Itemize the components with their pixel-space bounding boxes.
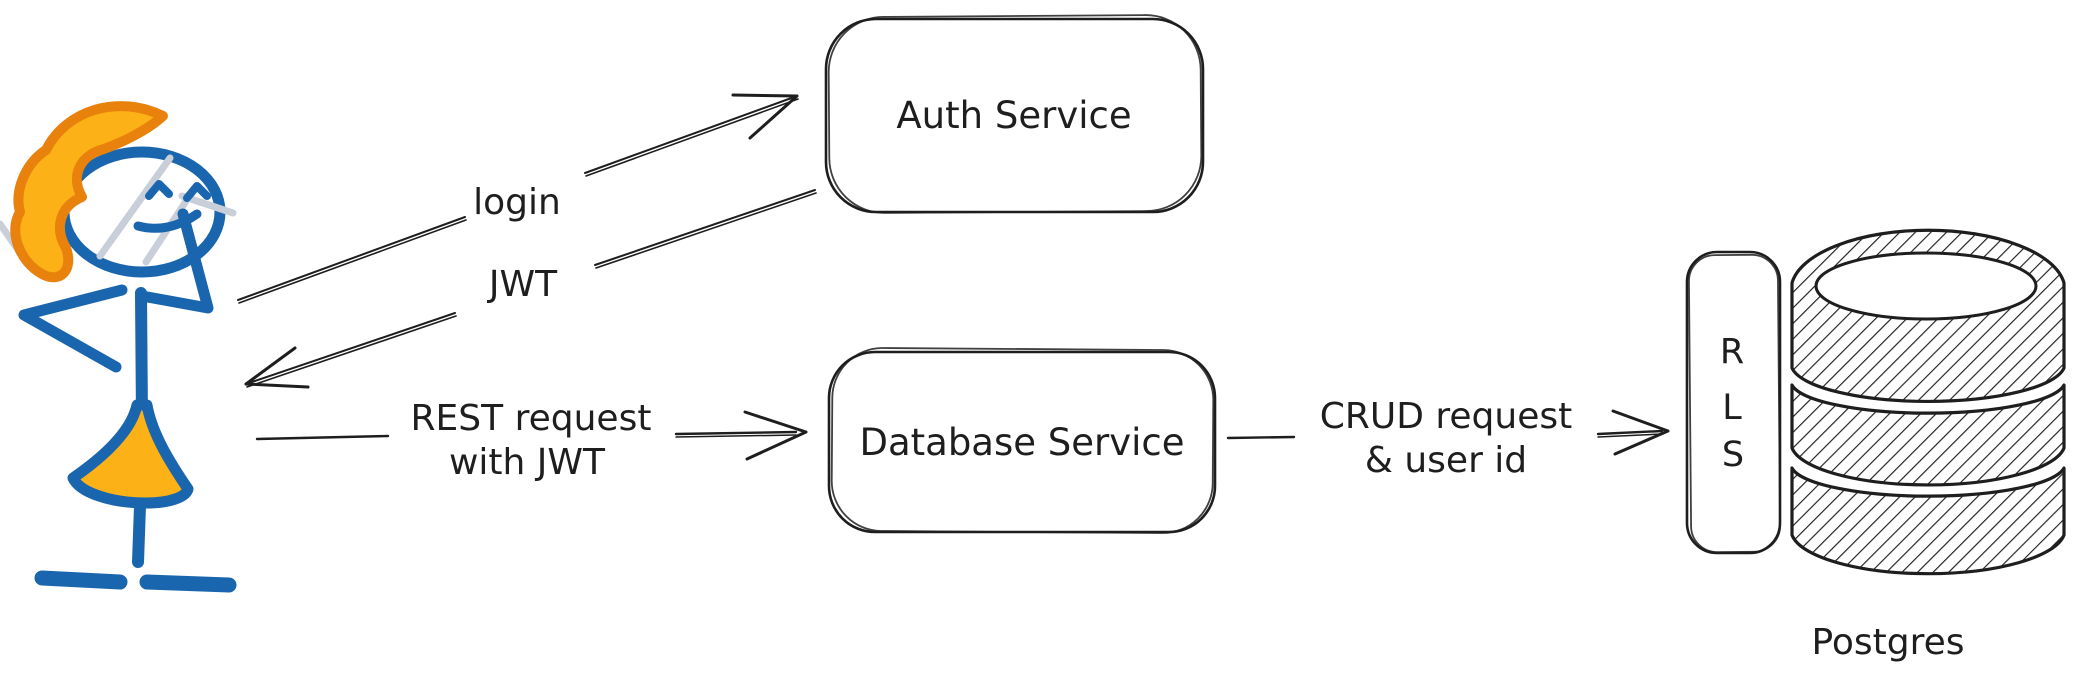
person-arm-right — [136, 208, 214, 314]
rls-letter-s: S — [1722, 435, 1744, 475]
postgres-caption: Postgres — [1811, 622, 1964, 663]
edge-crud-request: CRUD request & user id — [1226, 396, 1670, 481]
login-arrowhead — [731, 93, 799, 140]
edge-login: login — [237, 93, 799, 304]
person-smile — [133, 209, 202, 233]
person-leg — [132, 500, 146, 568]
auth-service-label: Auth Service — [896, 94, 1131, 137]
rest-arrow-line — [255, 430, 798, 441]
rest-arrow-label-line2: with JWT — [449, 442, 606, 483]
rls-box — [1685, 250, 1782, 555]
node-rls: R L S — [1685, 250, 1782, 555]
node-database-service: Database Service — [827, 347, 1217, 534]
person-dress — [67, 399, 194, 509]
person-hair — [10, 101, 168, 283]
database-service-label: Database Service — [859, 421, 1184, 464]
rest-arrow-label-line1: REST request — [411, 398, 652, 439]
login-arrow-line — [237, 95, 798, 301]
stick-figure-user-icon — [0, 101, 237, 593]
crud-arrowhead — [1611, 409, 1670, 456]
jwt-arrow-line-sketch — [246, 192, 817, 388]
node-auth-service: Auth Service — [824, 14, 1205, 214]
rest-arrow-line-sketch — [675, 434, 797, 438]
jwt-arrow-line — [245, 189, 816, 385]
auth-service-box-sketch — [827, 14, 1203, 214]
person-eyes — [145, 180, 211, 202]
person-arm-left — [18, 284, 128, 373]
edge-rest-request: REST request with JWT — [255, 398, 808, 483]
crud-arrow-label-line1: CRUD request — [1320, 396, 1573, 437]
edge-jwt: JWT — [244, 189, 817, 389]
database-service-box-sketch — [830, 347, 1215, 534]
rest-arrowhead — [743, 410, 808, 461]
database-cylinder-icon: Postgres — [1790, 228, 2066, 663]
rls-letter-r: R — [1720, 332, 1744, 372]
jwt-arrow-label: JWT — [487, 264, 558, 305]
login-arrow-line-sketch — [238, 98, 799, 304]
crud-arrow-label-line2: & user id — [1365, 440, 1527, 481]
login-arrow-label: login — [473, 182, 561, 223]
person-body — [135, 287, 148, 426]
rls-letter-l: L — [1722, 388, 1742, 428]
person-feet — [34, 570, 237, 593]
cylinder-top-opening — [1814, 251, 2038, 321]
jwt-arrowhead — [244, 346, 310, 389]
crud-arrow-line-sketch — [1597, 433, 1663, 438]
cylinder-bottom-band — [1790, 466, 2066, 576]
rls-box-sketch — [1688, 253, 1781, 554]
crud-arrow-line — [1226, 429, 1664, 440]
cylinder-middle-band — [1790, 383, 2066, 487]
